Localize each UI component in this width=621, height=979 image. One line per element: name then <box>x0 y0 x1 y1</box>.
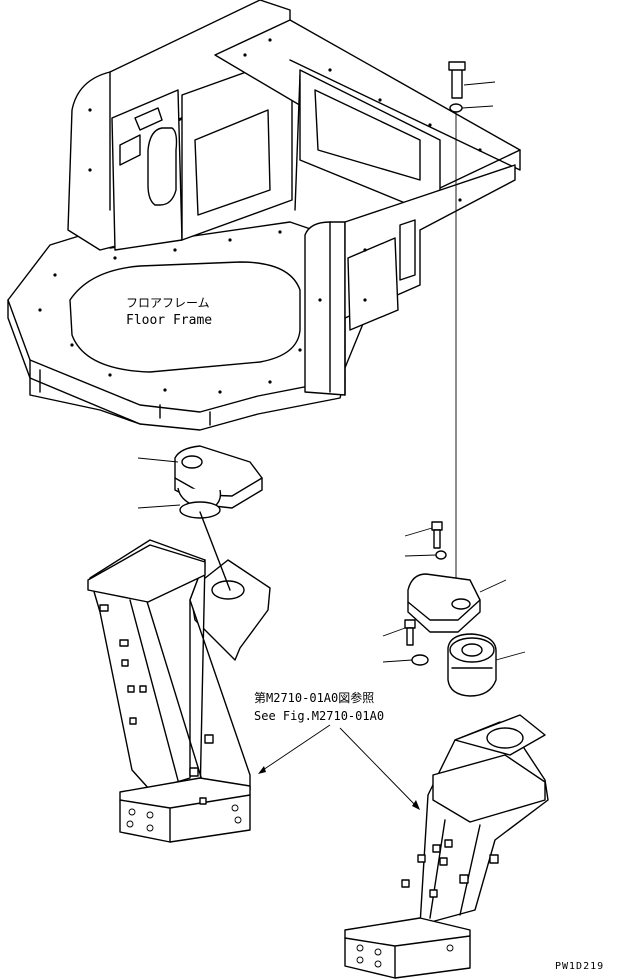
drawing-code: PW1D219 <box>555 961 605 972</box>
right-mount-cap <box>407 573 481 621</box>
floor-frame-assembly <box>7 0 521 431</box>
right-column-base <box>344 917 471 979</box>
leader-lines <box>137 81 526 810</box>
right-mount-assembly <box>344 61 549 979</box>
left-mount-assembly <box>87 445 271 843</box>
floor-frame-label-en: Floor Frame <box>126 313 213 328</box>
rivet-holes <box>38 38 482 394</box>
right-column <box>419 721 549 926</box>
top-washer <box>449 103 463 113</box>
right-pillar <box>304 221 346 396</box>
floor-cutout <box>69 261 301 373</box>
left-column-base <box>119 777 251 843</box>
reference-note-en: See Fig.M2710-01A0 <box>254 709 385 723</box>
reference-note-jp: 第M2710-01A0図参照 <box>254 691 375 705</box>
top-bolt <box>451 67 463 99</box>
floor-frame-label-jp: フロアフレーム <box>126 296 210 310</box>
